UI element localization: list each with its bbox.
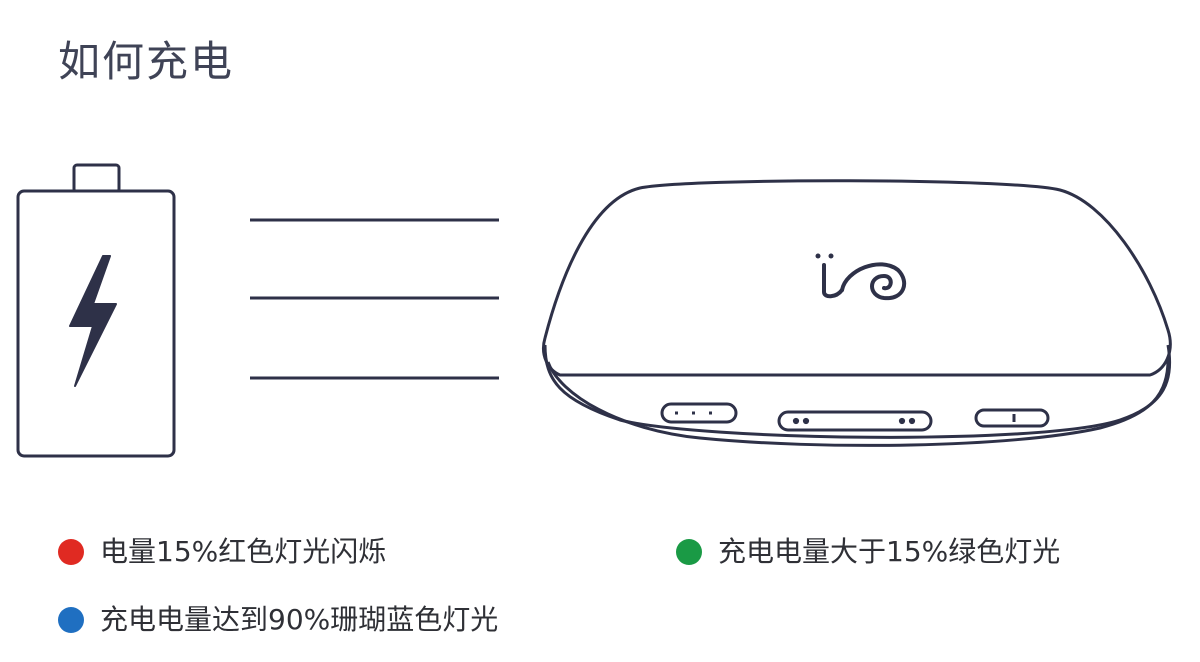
charging-lines [250, 218, 499, 380]
red-dot-icon [58, 539, 84, 565]
charging-illustration [16, 163, 1172, 458]
page-title: 如何充电 [58, 37, 235, 86]
legend-item-blue: 充电电量达到90%珊瑚蓝色灯光 [58, 600, 498, 640]
green-dot-icon [676, 539, 702, 565]
power-bank-device-icon [542, 179, 1172, 447]
port-right-icon [974, 408, 1050, 428]
legend-item-red: 电量15%红色灯光闪烁 [58, 532, 386, 572]
legend-label-red: 电量15%红色灯光闪烁 [100, 535, 387, 568]
legend-label-green: 充电电量大于15%绿色灯光 [718, 535, 1061, 568]
port-center-icon [777, 410, 933, 432]
legend-item-green: 充电电量大于15%绿色灯光 [676, 532, 1060, 572]
blue-dot-icon [58, 607, 84, 633]
port-left-icon [660, 402, 738, 424]
snail-logo-icon [815, 253, 907, 301]
lightning-bolt-icon [69, 255, 117, 387]
battery-charging-icon [16, 163, 176, 458]
legend-label-blue: 充电电量达到90%珊瑚蓝色灯光 [100, 603, 499, 636]
